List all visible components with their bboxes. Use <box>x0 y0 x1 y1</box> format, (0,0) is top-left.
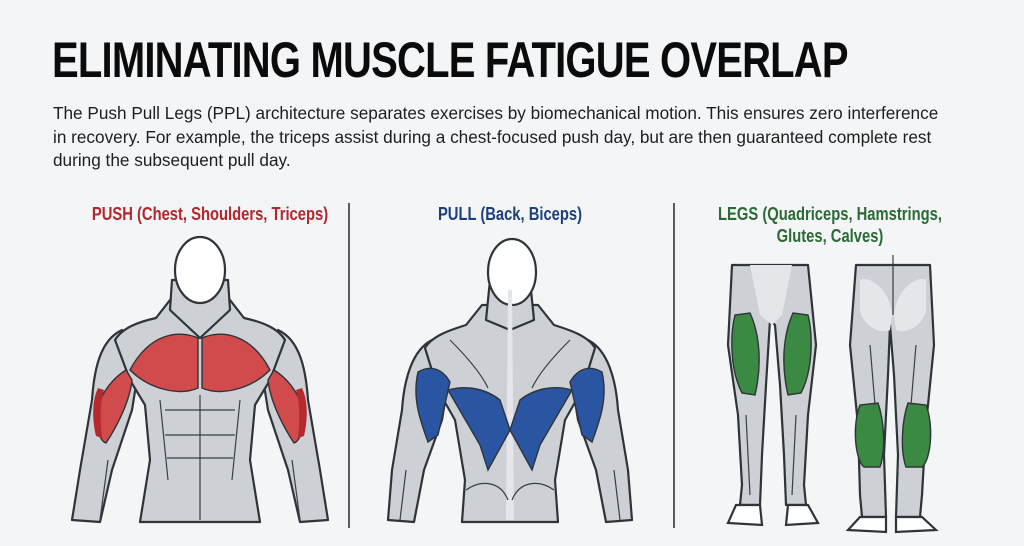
chest-left-highlight <box>129 333 199 393</box>
quad-right-highlight <box>783 312 812 396</box>
column-divider-1 <box>348 203 350 528</box>
legs-title-line-2: Glutes, Calves) <box>776 226 884 246</box>
push-front-torso-illustration <box>70 235 330 524</box>
back-left-highlight <box>446 387 511 472</box>
column-divider-2 <box>673 203 675 528</box>
push-column-title: PUSH (Chest, Shoulders, Triceps) <box>91 204 329 224</box>
back-right-highlight <box>509 387 574 472</box>
legs-title-line-1: LEGS (Quadriceps, Hamstrings, <box>718 204 942 224</box>
quad-left-highlight <box>731 312 760 396</box>
legs-front-back-illustration <box>726 255 939 534</box>
page-title: ELIMINATING MUSCLE FATIGUE OVERLAP <box>52 32 849 88</box>
chest-right-highlight <box>201 333 271 393</box>
calf-left-highlight <box>854 402 885 468</box>
pull-column-title: PULL (Back, Biceps) <box>437 204 583 224</box>
calf-right-highlight <box>901 402 932 468</box>
pull-back-torso-illustration <box>386 237 634 524</box>
legs-column-title: LEGS (Quadriceps, Hamstrings, Glutes, Ca… <box>682 203 977 247</box>
intro-paragraph: The Push Pull Legs (PPL) architecture se… <box>53 103 939 170</box>
